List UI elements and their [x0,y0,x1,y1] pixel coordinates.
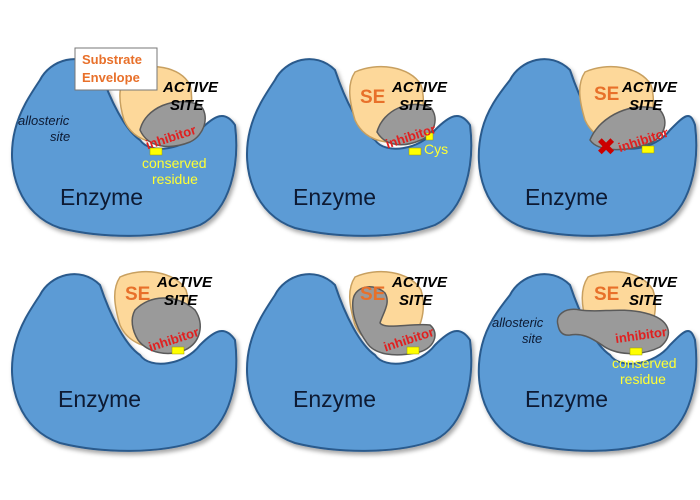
active-site-label: SITE [629,97,663,114]
enzyme-label: Enzyme [293,386,376,412]
inhibitor-shape [131,297,201,355]
active-site-label: ACTIVE [391,79,448,96]
substrate-envelope-label: Envelope [82,70,140,85]
enzyme-label: Enzyme [525,386,608,412]
allosteric-site-label: allosteric [18,113,70,128]
inhibitor-label: inhibitor [614,324,668,346]
panel-4: SE ACTIVE SITE inhibitor Enzyme [11,270,238,452]
cys-label: Cys [424,141,448,157]
panel-5: SE ACTIVE SITE inhibitor Enzyme [246,270,473,452]
se-label: SE [125,284,150,305]
panel-6: SE ACTIVE SITE inhibitor allosteric site… [477,270,698,452]
inhibitor-shape [376,103,436,146]
enzyme-body [11,273,238,452]
substrate-envelope-callout [74,47,158,91]
active-site-label: SITE [399,292,433,309]
conserved-residue-marker [629,347,643,356]
conserved-residue-label: conserved [612,355,677,371]
inhibitor-shape [139,100,206,148]
allosteric-site-label: allosteric [492,315,544,330]
active-site-label: ACTIVE [621,274,678,291]
conserved-residue-label: residue [152,171,198,187]
conserved-residue-label: conserved [142,155,207,171]
active-site-label: ACTIVE [162,79,219,96]
active-site-label: SITE [164,292,198,309]
substrate-envelope-label: Substrate [82,52,142,67]
active-site-label: ACTIVE [156,274,213,291]
panel-1: ACTIVE SITE inhibitor allosteric site co… [11,47,238,237]
conserved-residue-marker [641,145,655,154]
conserved-residue-marker [408,147,422,156]
enzyme-label: Enzyme [60,184,143,210]
se-label: SE [360,87,385,108]
active-site-label: ACTIVE [621,79,678,96]
se-label: SE [360,284,385,305]
active-site-label: ACTIVE [391,274,448,291]
enzyme-body [246,273,473,452]
conserved-residue-marker [406,346,420,355]
inhibitor-shape [589,106,666,151]
enzyme-label: Enzyme [293,184,376,210]
enzyme-label: Enzyme [525,184,608,210]
se-label: SE [594,284,619,305]
conserved-residue-marker [149,147,163,156]
inhibitor-shape [351,286,436,356]
inhibitor-shape [556,308,670,355]
active-site-label: SITE [629,292,663,309]
conserved-residue-label: residue [620,371,666,387]
cys-residue-marker [425,132,434,141]
conserved-residue-marker [171,346,185,355]
enzyme-body [11,58,238,237]
active-site-label: SITE [399,97,433,114]
clash-x-mark: ✖ [596,133,616,161]
panel-2: SE ACTIVE SITE inhibitor Cys Enzyme [246,58,473,237]
enzyme-body [246,58,473,237]
panel-3: SE ACTIVE SITE inhibitor ✖ Enzyme [477,58,698,237]
se-label: SE [594,84,619,105]
allosteric-site-label: site [50,129,70,144]
active-site-label: SITE [170,97,204,114]
allosteric-site-label: site [522,331,542,346]
enzyme-label: Enzyme [58,386,141,412]
